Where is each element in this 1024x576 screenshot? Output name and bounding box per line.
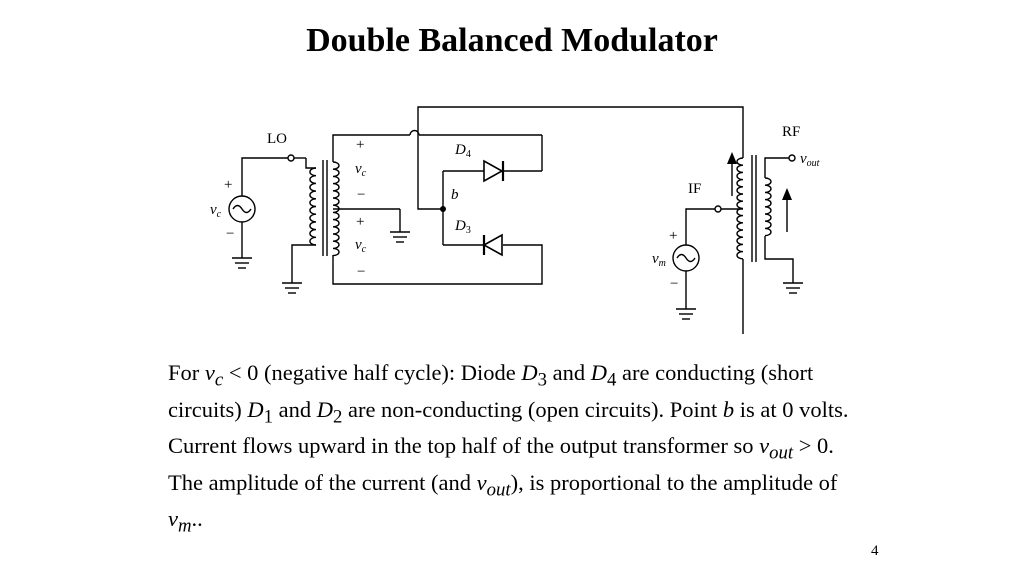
lower-vc-plus: + (356, 214, 364, 230)
output-transformer (727, 152, 803, 334)
if-label: IF (688, 181, 701, 197)
if-source-vm-label: vm (652, 251, 666, 269)
if-source-circuit (672, 205, 743, 320)
diode-d4 (443, 159, 505, 183)
lo-source-plus: + (224, 177, 232, 193)
explanation-text: For vc < 0 (negative half cycle): Diode … (168, 358, 868, 541)
vout-label: vout (800, 151, 820, 169)
if-source-minus: − (670, 276, 678, 292)
page-number: 4 (871, 543, 879, 559)
lo-secondary-wiring (332, 129, 543, 285)
lower-vc-minus: − (357, 264, 365, 280)
d4-label: D4 (454, 142, 471, 160)
slide-title: Double Balanced Modulator (306, 22, 718, 59)
upper-vc-plus: + (356, 137, 364, 153)
node-b-wiring (417, 106, 744, 245)
lo-source-vc-label: vc (210, 202, 222, 220)
lower-vc-label: vc (355, 237, 367, 255)
node-b-label: b (451, 187, 459, 203)
upper-vc-label: vc (355, 161, 367, 179)
lo-label: LO (267, 131, 287, 147)
rf-label: RF (782, 124, 800, 140)
diode-d3 (443, 233, 503, 257)
if-source-plus: + (669, 228, 677, 244)
d3-label: D3 (454, 218, 471, 236)
explanation-paragraph: For vc < 0 (negative half cycle): Diode … (168, 360, 849, 537)
lo-source-circuit (228, 154, 316, 294)
lo-transformer (309, 160, 340, 257)
lo-source-minus: − (226, 226, 234, 242)
upper-vc-minus: − (357, 187, 365, 203)
